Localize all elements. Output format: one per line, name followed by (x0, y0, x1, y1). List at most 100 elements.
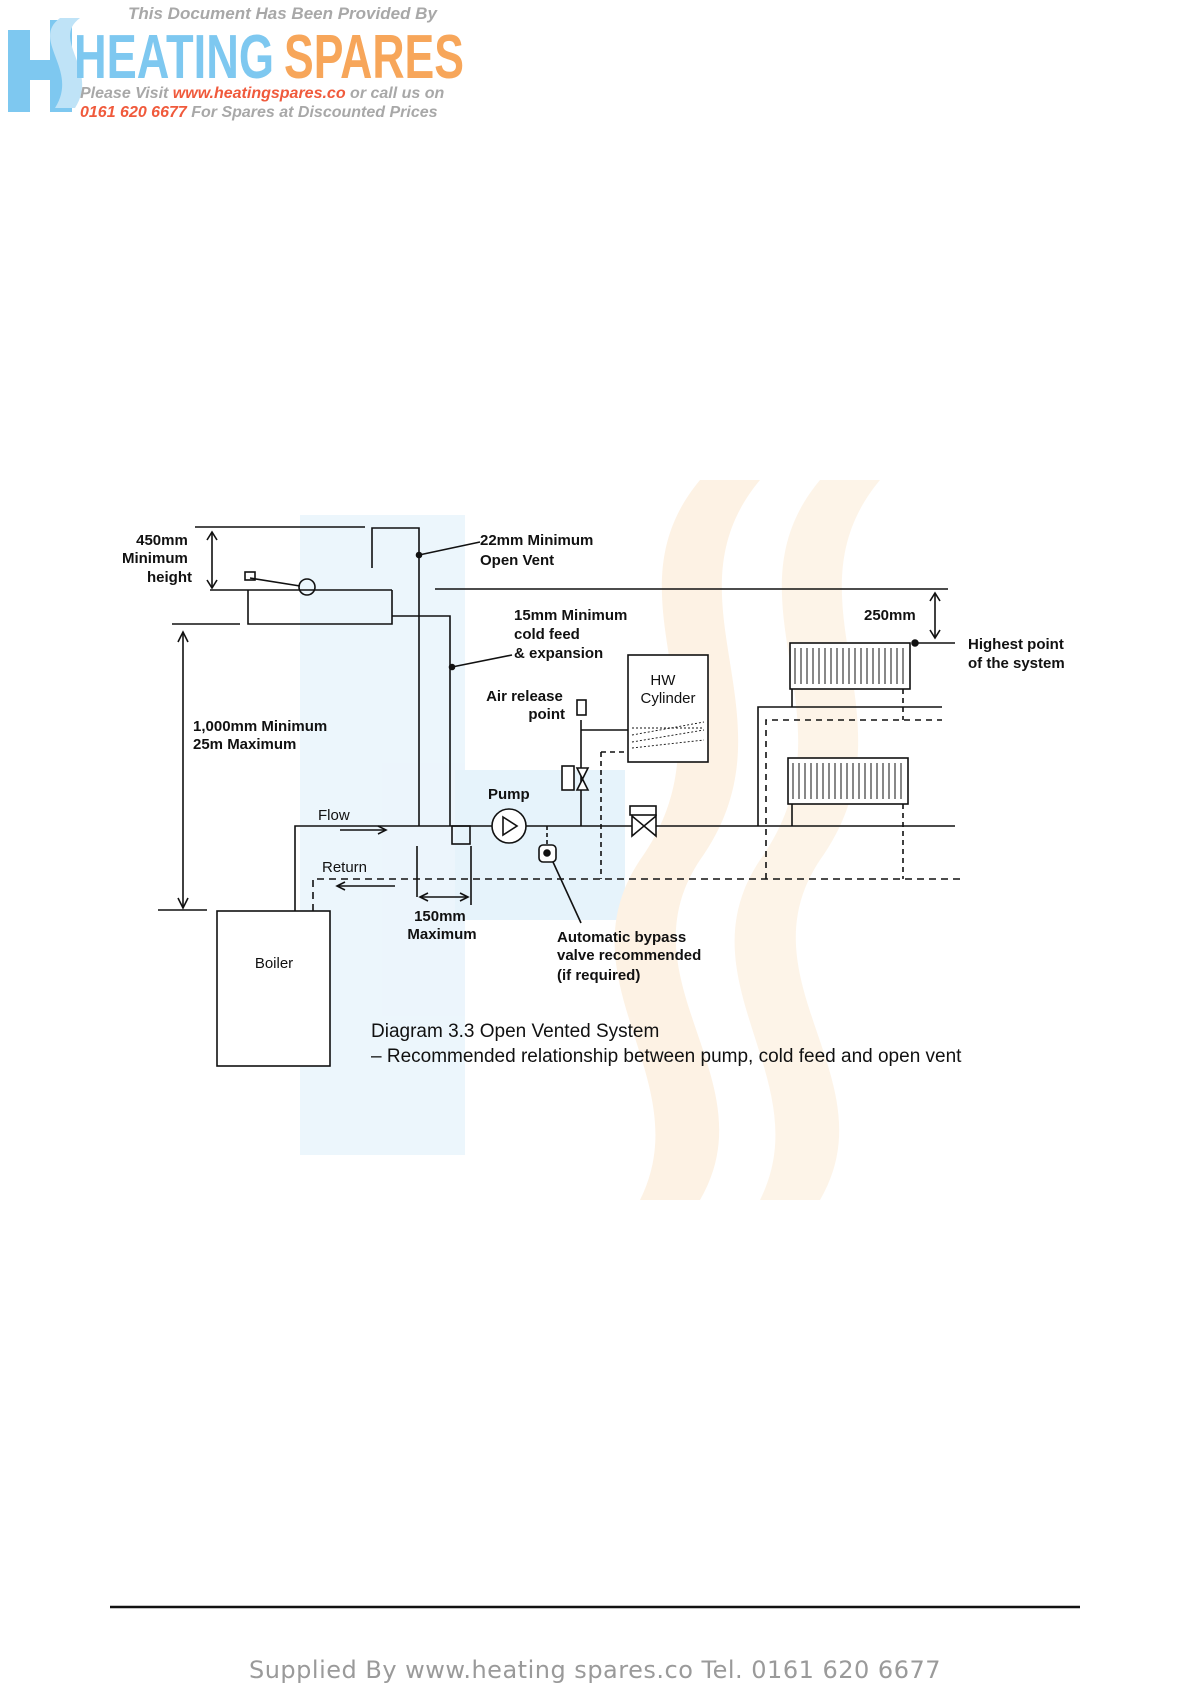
logo-line-2: 0161 620 6677 For Spares at Discounted P… (80, 104, 438, 121)
logo-line-2-suffix: For Spares at Discounted Prices (187, 104, 438, 121)
upper-radiator-fins (794, 648, 904, 684)
dim-150mm-arrow-right (459, 892, 470, 902)
label-open-vent-line-1: 22mm Minimum (480, 532, 593, 549)
dim-250mm-arrow-top (929, 591, 941, 602)
flow-pipe-line (294, 825, 955, 911)
open-vent-pipe-line (371, 527, 420, 826)
watermark-orange-swirl-2 (734, 480, 880, 1200)
label-1000mm-line-1: 1,000mm Minimum (193, 718, 327, 735)
dim-150mm-arrow-left (418, 892, 429, 902)
label-highest-point-line-1: Highest point (968, 636, 1064, 653)
label-highest-point: Highest point of the system (968, 636, 1068, 672)
label-450mm: 450mm Minimum height (122, 532, 192, 586)
bypass-valve-icon (538, 826, 582, 924)
lower-radiator (787, 757, 909, 879)
upper-radiator (757, 642, 942, 879)
ballvalve-float (298, 578, 316, 596)
cold-feed-pipe (392, 615, 513, 845)
background-watermark (300, 480, 880, 1200)
label-air-release: Air release point (486, 688, 567, 723)
label-flow: Flow (318, 807, 350, 824)
label-return: Return (322, 859, 367, 876)
label-1000mm-line-2: 25m Maximum (193, 736, 296, 753)
logo-brand-word-2: SPARES (284, 23, 464, 92)
tank-body (247, 590, 393, 625)
label-150mm-line-1: 150mm (414, 908, 466, 925)
label-cold-feed-line-2: cold feed (514, 626, 580, 643)
watermark-blue-band (455, 770, 625, 920)
label-450mm-line-2: Minimum (122, 550, 188, 567)
dim-250mm-arrow-bottom (929, 629, 941, 640)
label-1000mm: 1,000mm Minimum 25m Maximum (193, 718, 331, 753)
label-hw-cylinder: HW Cylinder (640, 672, 695, 707)
ballvalve-body (244, 571, 256, 581)
logo-brand-word-1: HEATING (74, 23, 274, 92)
dim-1000mm (158, 630, 207, 911)
header-logo: This Document Has Been Provided By HEATI… (8, 4, 464, 121)
logo-line-1-suffix: or call us on (346, 85, 445, 102)
logo-url[interactable]: www.heatingspares.co (173, 85, 346, 102)
label-open-vent: 22mm Minimum Open Vent (480, 532, 598, 569)
lower-radiator-body (787, 757, 909, 805)
label-150mm-line-2: Maximum (407, 926, 476, 943)
label-highest-point-line-2: of the system (968, 655, 1065, 672)
label-air-release-line-2: point (528, 706, 565, 723)
cylinder-valve-icon (575, 767, 590, 791)
hw-cylinder-coil (631, 721, 705, 749)
lower-radiator-fins (792, 763, 902, 799)
caption-title: Diagram 3.3 Open Vented System (371, 1021, 659, 1042)
bypass-leader (552, 861, 582, 924)
dim-450mm (206, 530, 218, 590)
label-hw-cylinder-line-1: HW (650, 672, 676, 689)
cold-feed-leader (451, 654, 513, 668)
diagram-labels: 450mm Minimum height 22mm Minimum Open V… (122, 532, 1068, 984)
label-cold-feed-line-1: 15mm Minimum (514, 607, 627, 624)
cold-feed-leader-dot (448, 663, 456, 671)
zone-valve-icon (629, 805, 657, 838)
logo-s-swirl (50, 18, 83, 108)
label-450mm-line-3: height (147, 569, 192, 586)
upper-radiator-return-riser (765, 719, 942, 879)
label-cold-feed-line-3: & expansion (514, 645, 603, 662)
footer-text: Supplied By www.heating spares.co Tel. 0… (249, 1656, 941, 1684)
pump-icon (491, 808, 527, 844)
label-bypass-line-3: (if required) (557, 967, 640, 984)
upper-radiator-flow-riser (757, 706, 942, 826)
label-250mm: 250mm (864, 607, 916, 624)
pump-circle (491, 808, 527, 844)
watermark-orange-swirl-1 (614, 480, 760, 1200)
logo-line-1: Please Visit www.heatingspares.co or cal… (80, 85, 445, 102)
upper-radiator-body (789, 642, 911, 690)
logo-phone: 0161 620 6677 (80, 104, 188, 121)
cylinder-valve-head-icon (561, 765, 575, 791)
label-air-release-line-1: Air release (486, 688, 563, 705)
dim-150mm (416, 846, 472, 905)
ballvalve-arm (249, 577, 301, 587)
hw-cylinder (627, 654, 709, 763)
boiler-box (216, 910, 331, 1067)
label-open-vent-line-2: Open Vent (480, 552, 554, 569)
caption-subtitle: – Recommended relationship between pump,… (371, 1046, 962, 1067)
return-arrow-head (335, 881, 346, 891)
feed-expansion-tank (172, 526, 393, 625)
air-release-branch (561, 699, 628, 879)
pump-triangle (502, 815, 519, 837)
label-boiler: Boiler (255, 955, 293, 972)
logo-top-line: This Document Has Been Provided By (128, 4, 438, 23)
diagram-caption: Diagram 3.3 Open Vented System – Recomme… (371, 1021, 962, 1067)
label-hw-cylinder-line-2: Cylinder (640, 690, 695, 707)
label-bypass: Automatic bypass valve recommended (if r… (557, 929, 705, 984)
flow-pipe (294, 825, 955, 911)
dim-450mm-arrow-top (206, 530, 218, 541)
open-vent-pipe (371, 527, 481, 826)
label-bypass-line-1: Automatic bypass (557, 929, 686, 946)
label-450mm-line-1: 450mm (136, 532, 188, 549)
zone-valve-head (629, 805, 657, 816)
vent-leader-dot (415, 551, 423, 559)
logo-line-1-prefix: Please Visit (80, 85, 173, 102)
flow-arrow-head (377, 825, 388, 835)
open-vented-system-diagram (158, 526, 965, 1067)
bypass-valve-dot (543, 849, 551, 857)
